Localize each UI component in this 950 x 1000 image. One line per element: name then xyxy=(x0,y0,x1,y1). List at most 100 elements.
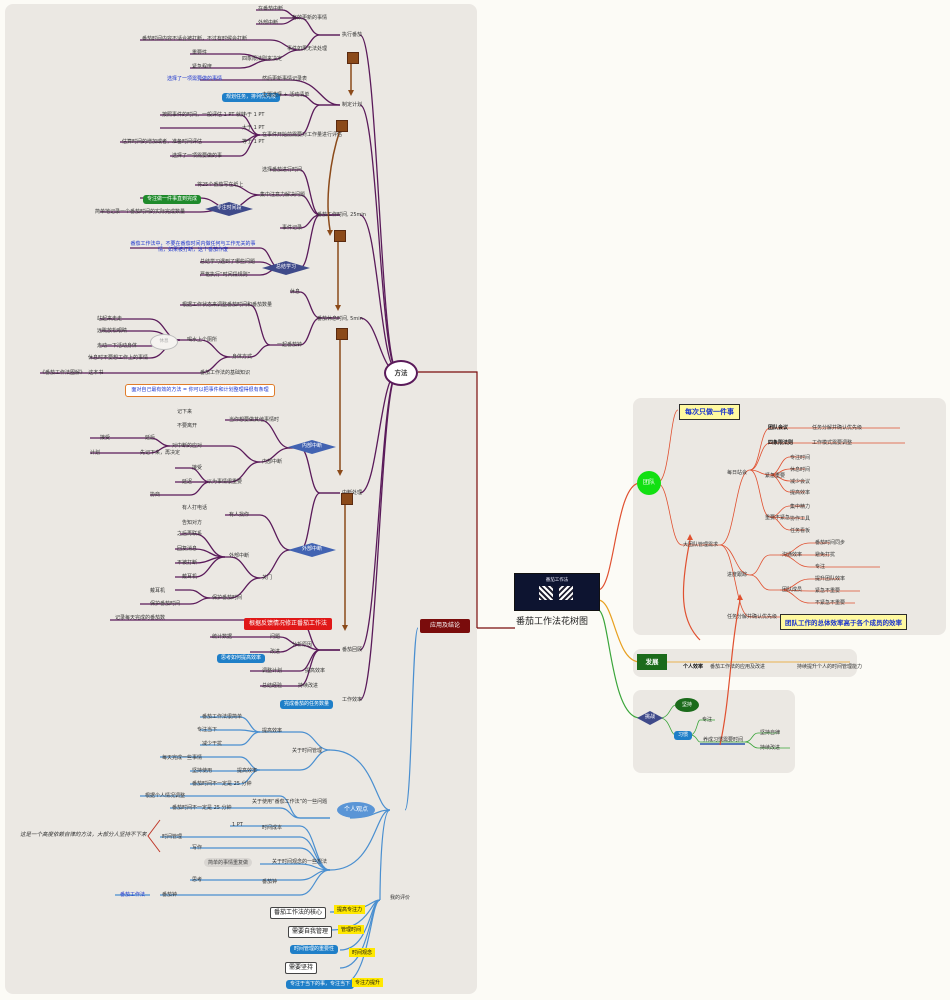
interrupt-item: 不被打断 xyxy=(177,560,198,566)
execution-green-label: 专注做一件事直到完成 xyxy=(143,195,202,204)
section-execution-title: 番茄工作时间, 25min xyxy=(317,212,366,218)
team-row: 进度跟踪 xyxy=(727,572,748,578)
views-bottom-box: 需要自我管理 xyxy=(288,926,333,938)
rest-item: 一起番茄钟 xyxy=(277,342,303,348)
team-sub: 大团队管理需求 xyxy=(683,542,719,548)
review-item: 总结经验 xyxy=(262,683,283,689)
views-item: 番茄钟 xyxy=(162,892,178,898)
views-item: 每天完成一些事情 xyxy=(162,755,203,761)
interrupt-item: 记下来 xyxy=(177,409,193,415)
review-item: 分析原因 xyxy=(292,642,313,648)
team-row: 专注 xyxy=(815,564,826,570)
interrupt-item: 告知对方 xyxy=(182,520,203,526)
develop-item: 番茄工作法的应用及改进 xyxy=(710,664,766,670)
planning-item: 四象限法则来决定 xyxy=(242,56,283,62)
views-item: 番茄钟 xyxy=(262,879,278,885)
planning-item: 小于 1 PT xyxy=(242,112,265,118)
views-bottom-blue: 专注于当下的事，专注当下 xyxy=(286,980,355,989)
views-item: 番茄工作法很简单 xyxy=(202,714,243,720)
team-row: 番茄时间同步 xyxy=(815,540,846,546)
views-item: 写作 xyxy=(192,845,203,851)
rest-item: 站起来走走 xyxy=(97,316,123,322)
flow-marker xyxy=(347,52,359,64)
planning-item: 有效更新的事情 xyxy=(292,15,328,21)
study-diamond: 总结学习 xyxy=(262,261,310,275)
team-row: 四象限法则 xyxy=(768,440,794,446)
interrupt-item: 接受 xyxy=(100,435,111,441)
review-item: 记录每天完成的番茄数 xyxy=(115,615,166,621)
left-panel xyxy=(5,4,477,994)
interrupt-item: 协商 xyxy=(150,492,161,498)
center-image: 番茄工作法 xyxy=(514,573,600,611)
section-review-title: 番茄回顾 xyxy=(342,647,363,653)
team-banner: 每次只做一件事 xyxy=(679,404,740,420)
rest-item: 身体方式 xyxy=(232,354,253,360)
planning-item: 等于 1 PT xyxy=(242,139,265,145)
team-row: 减少会议 xyxy=(790,479,811,485)
views-bottom-hl: 提高专注力 xyxy=(334,905,366,914)
views-red-note: 这是一个高度依赖自律的方法，大部分人坚持不下来 xyxy=(20,832,147,838)
interrupt-item: 接受 xyxy=(192,465,203,471)
views-item: 提高效率 xyxy=(262,728,283,734)
views-bottom-hl: 管理时间 xyxy=(338,925,365,934)
review-item: 提高效率 xyxy=(305,668,326,674)
rest-item: 根据工作状态来调整番茄时间和番茄数量 xyxy=(182,302,273,308)
flow-marker xyxy=(341,493,353,505)
views-evaluate: 我的评价 xyxy=(390,895,411,901)
views-item: 减少干扰 xyxy=(202,741,223,747)
review-item: 统计数据 xyxy=(212,634,233,640)
team-node[interactable]: 团队 xyxy=(637,471,661,495)
interrupt-item: 有人找你 xyxy=(229,512,250,518)
interrupt-item: 戴耳机 xyxy=(150,588,166,594)
rest-item: 番茄工作法的基础知识 xyxy=(200,370,251,376)
interrupt-in-diamond: 内部中断 xyxy=(288,440,336,454)
review-item: 调整计划 xyxy=(262,668,283,674)
challenge-diamond[interactable]: 挑战 xyxy=(637,711,663,725)
planning-item: 外部中断 xyxy=(258,20,279,26)
team-row: 协作工具 xyxy=(790,516,811,522)
flow-marker xyxy=(336,328,348,340)
team-row: 团队会议 xyxy=(768,425,789,431)
interrupt-item: 戴耳机 xyxy=(182,574,198,580)
execution-item: 集中注意力解决问题 xyxy=(260,192,306,198)
planning-item: 估算时间的增加或者，准备时间评估 xyxy=(122,139,203,145)
views-bottom-blue: 时间管理的重要性 xyxy=(290,945,339,954)
team-row: 任务分解并确认优先级 xyxy=(812,425,863,431)
interrupt-item: 延后 xyxy=(145,435,156,441)
review-red-label: 根据反馈情况修正番茄工作法 xyxy=(244,618,333,630)
team-row: 不紧急不重要 xyxy=(815,600,846,606)
interrupt-item: 有人打电话 xyxy=(182,505,208,511)
interrupt-item: 延迟 xyxy=(182,479,193,485)
team-row: 紧急不重要 xyxy=(815,588,841,594)
team-row: 工作模式需要调整 xyxy=(812,440,853,446)
app-node[interactable]: 应用及结论 xyxy=(420,619,470,633)
team-row: 专注时间 xyxy=(790,455,811,461)
method-node[interactable]: 方法 xyxy=(384,360,418,386)
rest-note: 面对自己最有效的方法 = 你可以把事件和计划整理得很有条理 xyxy=(125,384,275,397)
views-bottom-box: 番茄工作法的核心 xyxy=(270,907,327,919)
views-item: 思考 xyxy=(192,877,203,883)
planning-item: 在番茄中断 xyxy=(258,6,284,12)
execution-item: 事件记录 xyxy=(282,225,303,231)
interrupt-item: 之后再联系 xyxy=(177,531,203,537)
views-item: 坚持使用 xyxy=(192,768,213,774)
challenge-item: 养成习惯需要时间 xyxy=(703,737,744,743)
develop-node[interactable]: 发展 xyxy=(637,654,667,670)
challenge-item: 专注 xyxy=(702,717,713,723)
review-item: 持续改进 xyxy=(298,683,319,689)
review-item: 问题 xyxy=(270,634,281,640)
interrupt-item: 内部中断 xyxy=(262,459,283,465)
interrupt-item: 保护番茄时间 xyxy=(212,595,243,601)
section-planning-title: 执行番茄 xyxy=(342,32,363,38)
flow-marker xyxy=(334,230,346,242)
views-item: 时间管理 xyxy=(162,834,183,840)
planning-item: 事件如果无法处理 xyxy=(287,46,328,52)
rest-item: 休息时不要想工作上的事情 xyxy=(88,355,149,361)
execution-diamond: 专注时间段 xyxy=(205,202,253,216)
views-node[interactable]: 个人观点 xyxy=(337,802,375,818)
execution-item: 将25个番茄写在纸上 xyxy=(197,182,244,188)
review-blue-label2: 完成番茄的任务数量 xyxy=(280,700,334,709)
team-row: 每日站会 xyxy=(727,470,748,476)
team-bottom-banner: 团队工作的总体效率高于各个成员的效率 xyxy=(780,614,907,630)
interrupt-item: 先记下来，再决定 xyxy=(140,450,181,456)
